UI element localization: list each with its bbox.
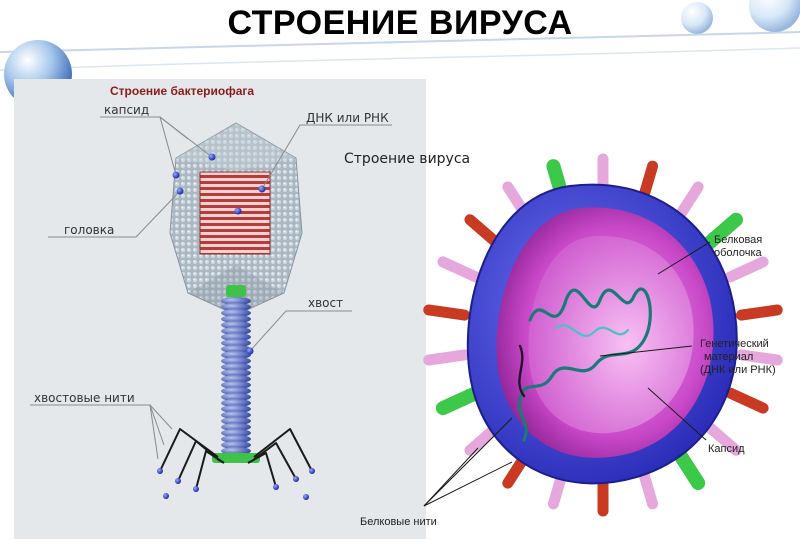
phage-tail-bead xyxy=(221,387,251,395)
virus-spike xyxy=(671,445,706,491)
virus-label-protein-coat-line1: Белковая xyxy=(714,234,763,246)
virus-spike xyxy=(724,387,769,414)
phage-tail-bead xyxy=(221,405,251,413)
phage-tail-bead xyxy=(221,411,251,419)
decor-swoosh-line-2 xyxy=(0,47,800,71)
virus-spike xyxy=(736,349,783,366)
phage-tail-bead xyxy=(221,375,251,383)
virus-leader-lines xyxy=(423,241,711,507)
virus-label-protein-coat-line2: оболочка xyxy=(714,247,762,259)
phage-leader-dots xyxy=(172,153,266,355)
virus-spike xyxy=(736,304,783,321)
phage-tail-bead xyxy=(221,363,251,371)
phage-tail-bead xyxy=(221,327,251,335)
phage-label-dna: ДНК или РНК xyxy=(306,111,389,125)
virus-spike xyxy=(703,421,742,456)
virus-label-genetic-line1: Генетический xyxy=(700,338,769,350)
virus-genetic-material-strand xyxy=(554,324,630,337)
phage-tail-bead xyxy=(221,297,251,305)
phage-tail-bead xyxy=(221,303,251,311)
phage-tail-bead xyxy=(221,333,251,341)
phage-fiber-tips xyxy=(157,468,315,500)
virus-spike xyxy=(423,304,470,321)
decor-bubble-corner xyxy=(749,0,800,32)
phage-tail-bead xyxy=(221,351,251,359)
phage-tail-bead xyxy=(221,345,251,353)
phage-label-head: головка xyxy=(64,223,115,237)
virus-spike xyxy=(464,214,503,249)
phage-tail-bead xyxy=(221,315,251,323)
phage-collar xyxy=(226,285,246,297)
virus-label-genetic-material: Генетический материал (ДНК или РНК) xyxy=(700,338,776,377)
phage-tail-bead xyxy=(221,429,251,437)
virus-genetic-material-dark xyxy=(518,344,526,398)
phage-label-capsid: капсид xyxy=(104,103,150,117)
virus-label-genetic-line2: материал xyxy=(704,351,754,363)
phage-tail-bead xyxy=(221,339,251,347)
phage-tail-bead xyxy=(221,369,251,377)
phage-tail-bead xyxy=(221,435,251,443)
phage-tail-bead xyxy=(221,423,251,431)
virus-spike xyxy=(437,256,482,283)
virus-inner-cavity xyxy=(528,235,694,434)
phage-diagram xyxy=(14,79,426,539)
virus-spike xyxy=(435,386,483,416)
virus-label-capsid: Капсид xyxy=(708,443,745,455)
virus-label-protein-fibers: Белковые нити xyxy=(360,516,437,528)
phage-dna-core xyxy=(199,171,271,255)
virus-title: Строение вируса xyxy=(344,151,471,167)
phage-tail-bead xyxy=(221,321,251,329)
phage-tail-fibers xyxy=(159,428,313,490)
phage-title: Строение бактериофага xyxy=(110,84,255,98)
phage-label-tail-fibers: хвостовые нити xyxy=(34,391,135,405)
decor-swoosh-line xyxy=(0,31,800,53)
phage-tail xyxy=(221,297,251,455)
phage-label-tail: хвост xyxy=(308,296,344,310)
phage-tail-bead xyxy=(221,417,251,425)
phage-tail-bead xyxy=(221,441,251,449)
phage-tail-bead xyxy=(221,357,251,365)
virus-label-protein-coat: Белковая оболочка xyxy=(714,234,762,260)
phage-tail-bead xyxy=(221,381,251,389)
virus-spike xyxy=(673,181,704,223)
phage-tail-bead xyxy=(221,399,251,407)
decor-bubble-right xyxy=(681,2,713,34)
phage-capsid-facet xyxy=(176,123,296,171)
slide-title: СТРОЕНИЕ ВИРУСА xyxy=(227,4,573,42)
virus-spike xyxy=(701,212,744,251)
virus-label-genetic-line3: (ДНК или РНК) xyxy=(700,364,776,376)
virus-spike xyxy=(423,349,470,366)
virus-genetic-material xyxy=(517,287,652,442)
phage-leader-lines xyxy=(30,116,392,460)
phage-tail-bead xyxy=(221,393,251,401)
phage-base-plate xyxy=(212,453,260,463)
phage-tail-bead xyxy=(221,309,251,317)
virus-spike xyxy=(724,256,769,283)
virus-diagram xyxy=(423,153,783,517)
